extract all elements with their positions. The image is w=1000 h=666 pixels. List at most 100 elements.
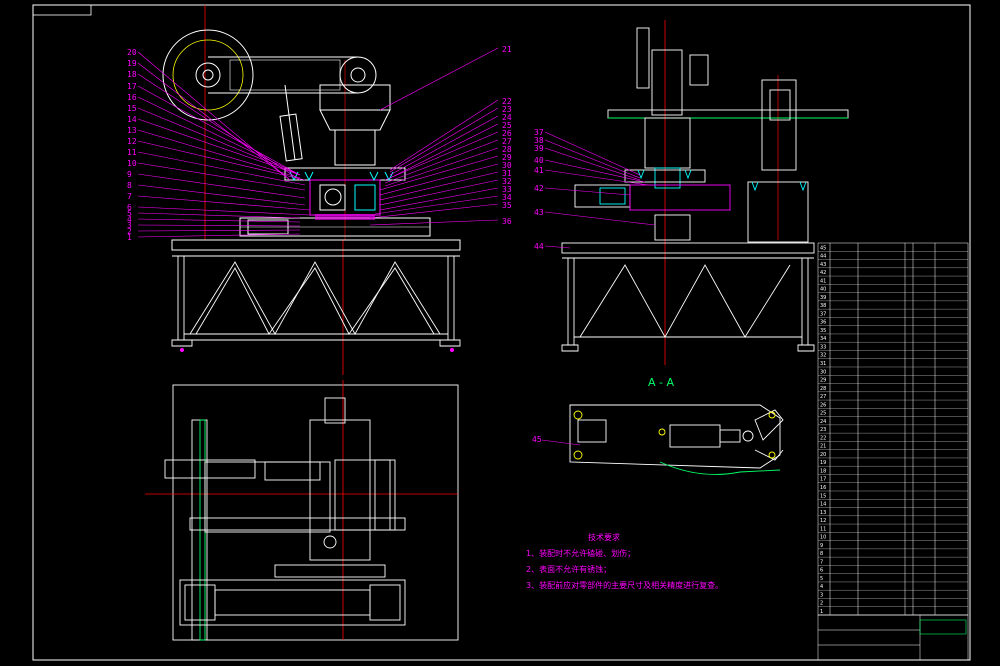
left-callouts: 20 19 18 17 16 15 14 13 12 11 10 9 8 7 6… — [127, 48, 137, 242]
bom-item-number: 14 — [820, 502, 826, 508]
bom-item-number: 39 — [820, 295, 826, 301]
callout-27: 27 — [502, 137, 512, 146]
callout-15: 15 — [127, 104, 137, 113]
bom-item-number: 28 — [820, 386, 826, 392]
callout-16: 16 — [127, 93, 137, 102]
callout-41: 41 — [534, 166, 544, 175]
bom-item-number: 18 — [820, 468, 826, 474]
technical-requirements: 技术要求 1、装配时不允许磕碰、划伤； 2、表面不允许有锈蚀； 3、装配前应对零… — [526, 532, 723, 590]
callout-7: 7 — [127, 192, 132, 201]
callout-11: 11 — [127, 148, 137, 157]
bom-item-number: 43 — [820, 262, 826, 268]
front-view — [162, 5, 461, 375]
bom-item-number: 10 — [820, 535, 826, 541]
bom-item-numbers: 4544434241403938373635343332313029282726… — [820, 245, 826, 615]
drawing-border — [32, 4, 971, 661]
side-callouts: 37 38 39 40 41 42 43 44 — [534, 128, 544, 251]
callout-13: 13 — [127, 126, 137, 135]
callout-9: 9 — [127, 170, 132, 179]
callout-38: 38 — [534, 136, 544, 145]
callout-25: 25 — [502, 121, 512, 130]
callout-42: 42 — [534, 184, 544, 193]
bom-item-number: 5 — [820, 576, 823, 582]
bom-item-number: 40 — [820, 287, 826, 293]
top-view — [145, 380, 459, 641]
callout-6: 6 — [127, 203, 132, 212]
callout-22: 22 — [502, 97, 512, 106]
callout-33: 33 — [502, 185, 512, 194]
bill-of-materials — [817, 242, 969, 661]
bom-item-number: 27 — [820, 394, 826, 400]
bom-item-number: 33 — [820, 344, 826, 350]
bom-item-number: 7 — [820, 559, 823, 565]
bom-item-number: 32 — [820, 353, 826, 359]
callout-34: 34 — [502, 193, 512, 202]
bom-item-number: 17 — [820, 477, 826, 483]
tech-note-2: 2、表面不允许有锈蚀； — [526, 564, 611, 574]
callout-31: 31 — [502, 169, 512, 178]
callout-45: 45 — [532, 435, 542, 444]
bom-item-number: 30 — [820, 369, 826, 375]
callout-24: 24 — [502, 113, 512, 122]
bom-item-number: 19 — [820, 460, 826, 466]
bom-item-number: 29 — [820, 378, 826, 384]
bom-item-number: 26 — [820, 402, 826, 408]
side-view — [561, 20, 849, 365]
bom-item-number: 11 — [820, 526, 826, 532]
bom-item-number: 34 — [820, 336, 826, 342]
callout-37: 37 — [534, 128, 544, 137]
callout-12: 12 — [127, 137, 137, 146]
callout-2: 2 — [127, 227, 132, 236]
callout-20: 20 — [127, 48, 137, 57]
side-callout-leaders — [544, 131, 656, 249]
bom-item-number: 42 — [820, 270, 826, 276]
callout-14: 14 — [127, 115, 137, 124]
callout-29: 29 — [502, 153, 512, 162]
callout-43: 43 — [534, 208, 544, 217]
bom-item-number: 20 — [820, 452, 826, 458]
bom-item-number: 3 — [820, 592, 823, 598]
callout-17: 17 — [127, 82, 137, 91]
right-callout-leaders — [369, 47, 499, 226]
bom-item-number: 1 — [820, 609, 823, 615]
bom-item-number: 15 — [820, 493, 826, 499]
right-callouts: 21 22 23 24 25 26 27 28 29 30 31 32 33 3… — [502, 45, 512, 226]
bom-item-number: 25 — [820, 411, 826, 417]
bom-item-number: 6 — [820, 568, 823, 574]
bom-item-number: 24 — [820, 419, 826, 425]
callout-32: 32 — [502, 177, 512, 186]
bom-item-number: 22 — [820, 435, 826, 441]
callout-19: 19 — [127, 59, 137, 68]
callout-35: 35 — [502, 201, 512, 210]
callout-44: 44 — [534, 242, 544, 251]
corner-tag — [32, 4, 92, 16]
bom-item-number: 37 — [820, 311, 826, 317]
section-view — [569, 404, 784, 475]
bom-item-number: 21 — [820, 444, 826, 450]
callout-26: 26 — [502, 129, 512, 138]
section-title: A - A — [648, 376, 674, 389]
callout-30: 30 — [502, 161, 512, 170]
tech-notes-title: 技术要求 — [588, 532, 620, 542]
callout-8: 8 — [127, 181, 132, 190]
callout-3: 3 — [127, 221, 132, 230]
title-block-name — [919, 619, 967, 635]
callout-4: 4 — [127, 215, 132, 224]
bom-item-number: 8 — [820, 551, 823, 557]
callout-10: 10 — [127, 159, 137, 168]
callout-21: 21 — [502, 45, 512, 54]
section-leader — [541, 439, 581, 446]
callout-39: 39 — [534, 144, 544, 153]
bom-item-number: 9 — [820, 543, 823, 549]
bom-item-number: 38 — [820, 303, 826, 309]
bom-item-number: 45 — [820, 245, 826, 251]
bom-item-number: 12 — [820, 518, 826, 524]
bom-item-number: 13 — [820, 510, 826, 516]
bom-item-number: 31 — [820, 361, 826, 367]
callout-1: 1 — [127, 233, 132, 242]
bom-item-number: 4 — [820, 584, 823, 590]
left-callout-leaders — [137, 51, 311, 238]
bom-item-number: 36 — [820, 320, 826, 326]
bom-item-number: 41 — [820, 278, 826, 284]
